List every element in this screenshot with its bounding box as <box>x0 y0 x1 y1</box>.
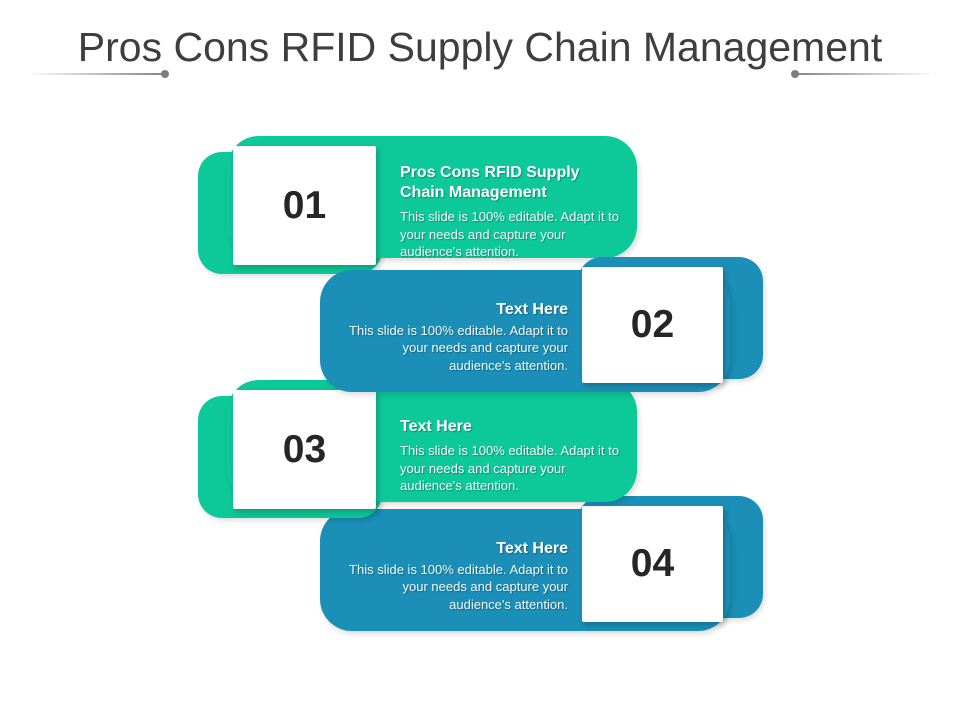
step-block-01: 01 Pros Cons RFID Supply Chain Managemen… <box>198 136 638 276</box>
step-block-02: 02 Text Here This slide is 100% editable… <box>320 257 763 392</box>
block-description: This slide is 100% editable. Adapt it to… <box>400 443 619 494</box>
step-number: 04 <box>630 542 675 585</box>
block-text: Text Here This slide is 100% editable. A… <box>338 270 568 398</box>
number-card: 01 <box>233 146 376 265</box>
block-description: This slide is 100% editable. Adapt it to… <box>400 209 619 260</box>
block-heading: Pros Cons RFID Supply Chain Management <box>400 164 580 202</box>
step-block-04: 04 Text Here This slide is 100% editable… <box>320 496 763 631</box>
step-number: 03 <box>282 427 327 471</box>
step-number: 02 <box>630 303 675 346</box>
block-description: This slide is 100% editable. Adapt it to… <box>349 561 568 612</box>
block-heading: Text Here <box>496 539 568 557</box>
step-number: 01 <box>282 183 327 227</box>
block-text: Text Here This slide is 100% editable. A… <box>338 509 568 637</box>
block-heading: Text Here <box>496 300 568 318</box>
block-text: Pros Cons RFID Supply Chain Management T… <box>400 136 628 276</box>
block-text: Text Here This slide is 100% editable. A… <box>400 380 628 520</box>
step-block-03: 03 Text Here This slide is 100% editable… <box>198 380 638 520</box>
number-card: 04 <box>582 506 723 622</box>
title-rule-right-dot-icon <box>791 70 799 78</box>
title-rule-right <box>795 73 930 75</box>
block-description: This slide is 100% editable. Adapt it to… <box>349 322 568 373</box>
number-card: 03 <box>233 390 376 509</box>
page-title: Pros Cons RFID Supply Chain Management <box>77 24 883 70</box>
block-heading: Text Here <box>400 418 472 436</box>
title-rule-left-dot-icon <box>161 70 169 78</box>
number-card: 02 <box>582 267 723 383</box>
title-rule-left <box>32 73 164 75</box>
